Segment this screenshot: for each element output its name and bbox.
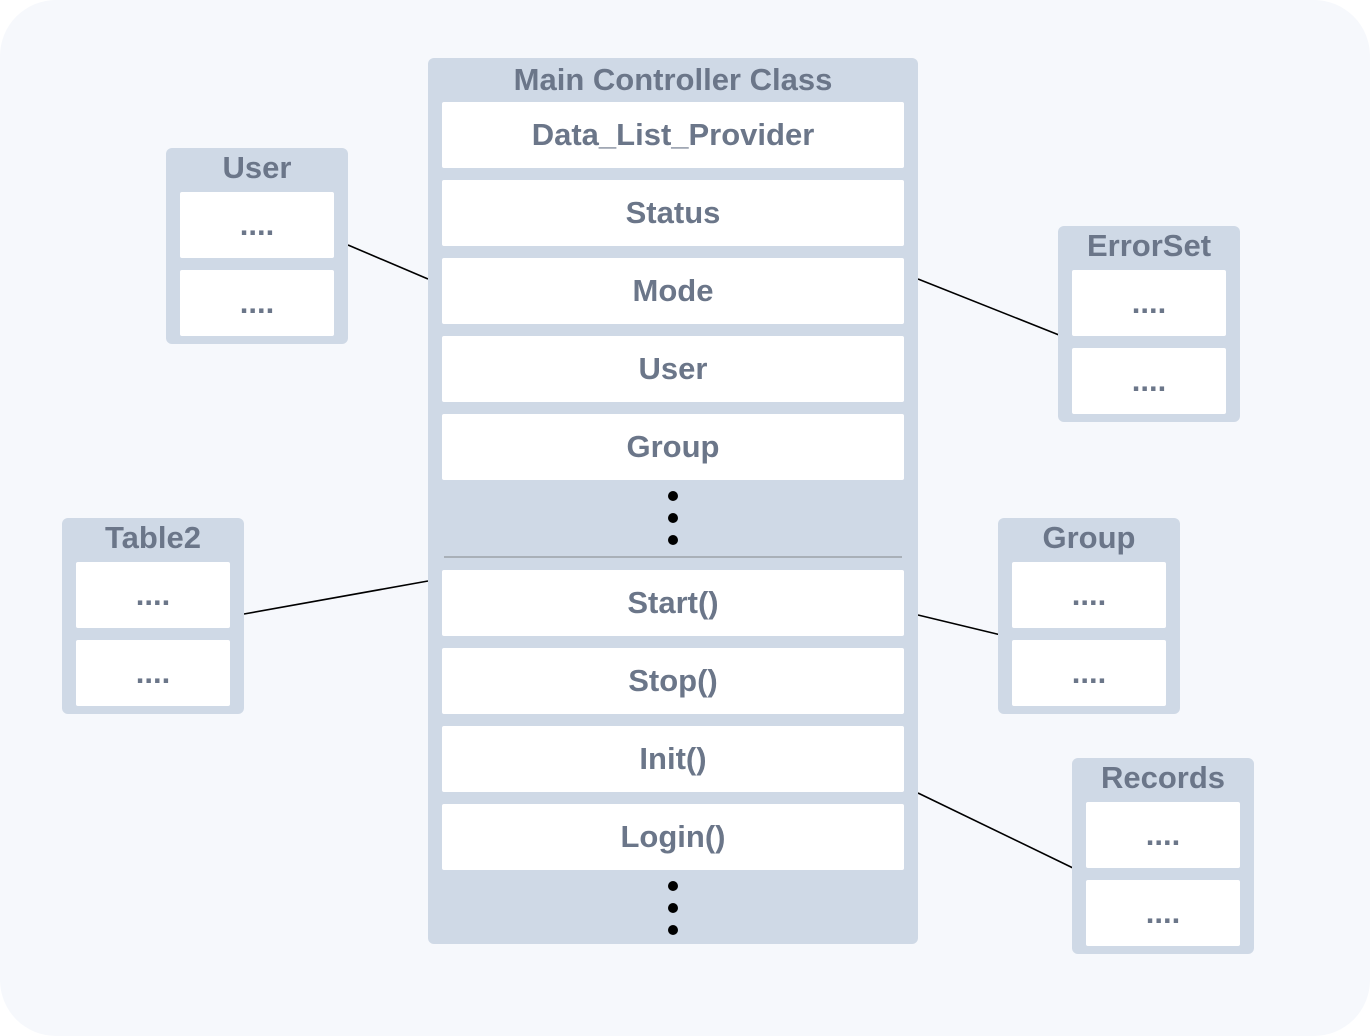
main-class-title: Main Controller Class [513, 62, 833, 97]
connector-errorset [917, 278, 1060, 336]
connector-group [917, 614, 1002, 636]
user-class-row: .... [180, 192, 334, 258]
attribute-status: Status [442, 180, 904, 246]
errorset-class-title: ErrorSet [1086, 228, 1212, 263]
attribute-mode: Mode [442, 258, 904, 324]
group-class-row: .... [1012, 640, 1166, 706]
attributes-ellipsis [668, 491, 678, 547]
errorset-class-row: .... [1072, 348, 1226, 414]
connector-user [347, 244, 429, 280]
connector-table2 [243, 580, 429, 615]
connector-records [917, 792, 1074, 869]
records-class-row: .... [1086, 880, 1240, 946]
records-class-title: Records [1100, 760, 1226, 795]
methods-ellipsis [668, 881, 678, 937]
user-class-title: User [222, 150, 292, 185]
records-class-row: .... [1086, 802, 1240, 868]
method-init: Init() [442, 726, 904, 792]
class-section-divider [444, 556, 902, 558]
attribute-user: User [442, 336, 904, 402]
attribute-group: Group [442, 414, 904, 480]
table2-class-title: Table2 [105, 520, 201, 555]
group-class-row: .... [1012, 562, 1166, 628]
group-class-title: Group [1042, 520, 1136, 555]
method-stop: Stop() [442, 648, 904, 714]
method-start: Start() [442, 570, 904, 636]
errorset-class-row: .... [1072, 270, 1226, 336]
table2-class-row: .... [76, 562, 230, 628]
user-class-row: .... [180, 270, 334, 336]
method-login: Login() [442, 804, 904, 870]
attribute-data-list-provider: Data_List_Provider [442, 102, 904, 168]
table2-class-row: .... [76, 640, 230, 706]
